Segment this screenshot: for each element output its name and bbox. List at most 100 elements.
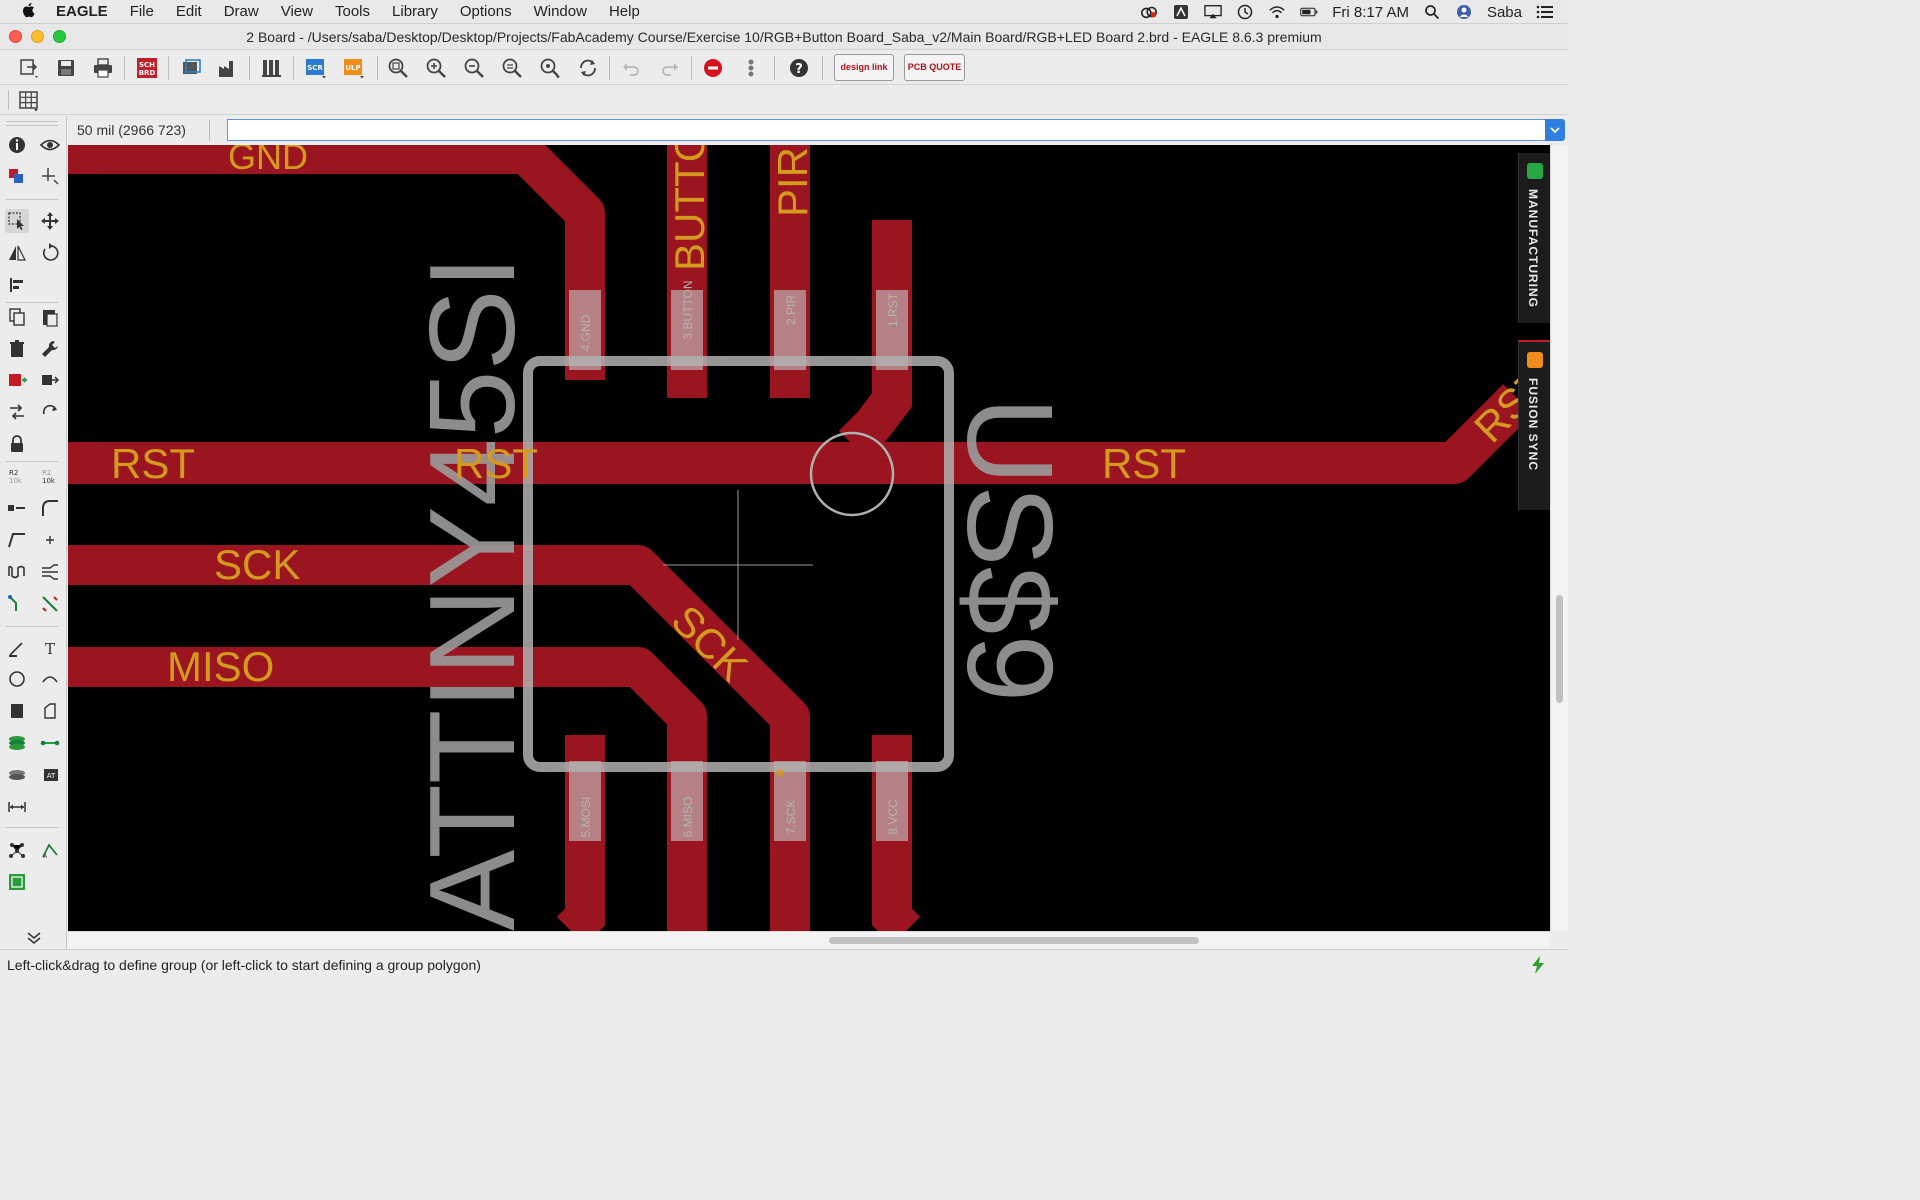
net-label-miso[interactable]: MISO xyxy=(167,643,274,690)
add-part-icon[interactable] xyxy=(5,368,29,392)
horizontal-scrollbar[interactable] xyxy=(68,931,1550,949)
user-avatar-icon[interactable] xyxy=(1455,4,1473,20)
save-icon[interactable] xyxy=(53,55,79,81)
pad-6[interactable] xyxy=(671,761,703,841)
pad-5[interactable] xyxy=(569,761,601,841)
display-layers-icon[interactable] xyxy=(5,164,29,188)
dimension-icon[interactable] xyxy=(5,795,29,819)
redo-icon[interactable] xyxy=(657,55,683,81)
meander-icon[interactable] xyxy=(5,560,29,584)
pcb-quote-button[interactable]: PCB QUOTE xyxy=(904,54,965,81)
route-differential-icon[interactable] xyxy=(38,560,62,584)
go-icon[interactable] xyxy=(738,55,764,81)
move-icon[interactable] xyxy=(38,209,62,233)
polygon-icon[interactable] xyxy=(38,699,62,723)
lightning-icon[interactable] xyxy=(1530,956,1546,974)
fusion-sync-tab[interactable]: FUSION SYNC xyxy=(1518,340,1550,510)
package-outline[interactable] xyxy=(523,356,954,772)
route-icon[interactable] xyxy=(5,592,29,616)
autorouter-icon[interactable] xyxy=(5,838,29,862)
group-select-icon[interactable] xyxy=(5,209,29,233)
zoom-window-button[interactable] xyxy=(53,30,66,43)
menu-tools[interactable]: Tools xyxy=(334,3,371,20)
net-label-button[interactable]: BUTTON xyxy=(666,145,713,271)
net-label-rst-mid[interactable]: RST xyxy=(454,440,538,487)
design-link-button[interactable]: design link xyxy=(834,54,894,81)
menu-edit[interactable]: Edit xyxy=(175,3,202,20)
zoom-select-icon[interactable] xyxy=(537,55,563,81)
signal-icon[interactable] xyxy=(38,731,62,755)
pad-8[interactable] xyxy=(876,761,908,841)
clock[interactable]: Fri 8:17 AM xyxy=(1332,3,1409,21)
swap-icon[interactable] xyxy=(5,400,29,424)
command-input[interactable] xyxy=(227,119,1547,141)
menu-help[interactable]: Help xyxy=(608,3,640,20)
trace-rst[interactable] xyxy=(68,384,1518,484)
menu-app-name[interactable]: EAGLE xyxy=(56,3,108,20)
miter-icon[interactable] xyxy=(38,496,62,520)
expand-panel-icon[interactable] xyxy=(22,926,46,950)
manufacturing-tab[interactable]: MANUFACTURING xyxy=(1518,153,1550,323)
user-name[interactable]: Saba xyxy=(1486,3,1522,21)
circle-icon[interactable] xyxy=(5,667,29,691)
zoom-fit-icon[interactable] xyxy=(385,55,411,81)
zoom-previous-icon[interactable] xyxy=(499,55,525,81)
zoom-out-icon[interactable] xyxy=(461,55,487,81)
notification-center-icon[interactable] xyxy=(1536,4,1554,20)
cam-processor-icon[interactable] xyxy=(178,55,204,81)
wifi-icon[interactable] xyxy=(1268,4,1286,20)
board-canvas[interactable]: ATTINY45SI US$9 4.GND 3.BUTTON 2.PIR 1.R… xyxy=(68,145,1518,931)
change-icon[interactable] xyxy=(38,400,62,424)
grid-icon[interactable] xyxy=(16,88,42,114)
manufacturing-icon[interactable] xyxy=(215,55,241,81)
vertical-scroll-thumb[interactable] xyxy=(1556,595,1563,703)
net-label-rst-left[interactable]: RST xyxy=(111,440,195,487)
print-icon[interactable] xyxy=(90,55,116,81)
mark-icon[interactable] xyxy=(38,164,62,188)
library-icon[interactable] xyxy=(259,55,285,81)
part-name-text[interactable]: US$9 xyxy=(942,397,1078,702)
net-label-pir[interactable]: PIR xyxy=(769,147,816,217)
acrobat-icon[interactable] xyxy=(1172,4,1190,20)
time-machine-icon[interactable] xyxy=(1236,4,1254,20)
rectangle-icon[interactable] xyxy=(5,699,29,723)
vertical-scrollbar[interactable] xyxy=(1550,145,1568,931)
close-window-button[interactable] xyxy=(9,30,22,43)
hole-icon[interactable] xyxy=(5,763,29,787)
help-icon[interactable]: ? xyxy=(786,55,812,81)
net-label-rst-right[interactable]: RST xyxy=(1102,440,1186,487)
airplay-icon[interactable] xyxy=(1204,4,1223,20)
net-label-sck[interactable]: SCK xyxy=(214,541,300,588)
wire-icon[interactable] xyxy=(5,636,29,660)
smash-icon[interactable] xyxy=(5,496,29,520)
replace-icon[interactable] xyxy=(38,368,62,392)
stop-icon[interactable] xyxy=(700,55,726,81)
wrench-icon[interactable] xyxy=(38,337,62,361)
minimize-window-button[interactable] xyxy=(31,30,44,43)
redraw-icon[interactable] xyxy=(575,55,601,81)
net-label-gnd[interactable]: GND xyxy=(228,145,308,177)
apple-icon[interactable] xyxy=(20,1,42,23)
paste-icon[interactable] xyxy=(38,305,62,329)
ripup-icon[interactable] xyxy=(38,592,62,616)
mirror-icon[interactable] xyxy=(5,241,29,265)
arc-icon[interactable] xyxy=(38,667,62,691)
lock-icon[interactable] xyxy=(5,432,29,456)
airwire-route-icon[interactable]: A xyxy=(38,838,62,862)
via-icon[interactable] xyxy=(5,731,29,755)
menu-options[interactable]: Options xyxy=(459,3,512,20)
menu-view[interactable]: View xyxy=(280,3,313,20)
battery-icon[interactable] xyxy=(1300,4,1318,20)
menu-library[interactable]: Library xyxy=(392,3,438,20)
menu-file[interactable]: File xyxy=(129,3,154,20)
open-icon[interactable] xyxy=(16,55,42,81)
spotlight-search-icon[interactable] xyxy=(1423,4,1441,20)
menu-draw[interactable]: Draw xyxy=(223,3,259,20)
script-icon[interactable]: SCR xyxy=(303,55,329,81)
rotate-icon[interactable] xyxy=(38,241,62,265)
attribute-icon[interactable]: AT xyxy=(38,763,62,787)
info-icon[interactable] xyxy=(5,133,29,157)
